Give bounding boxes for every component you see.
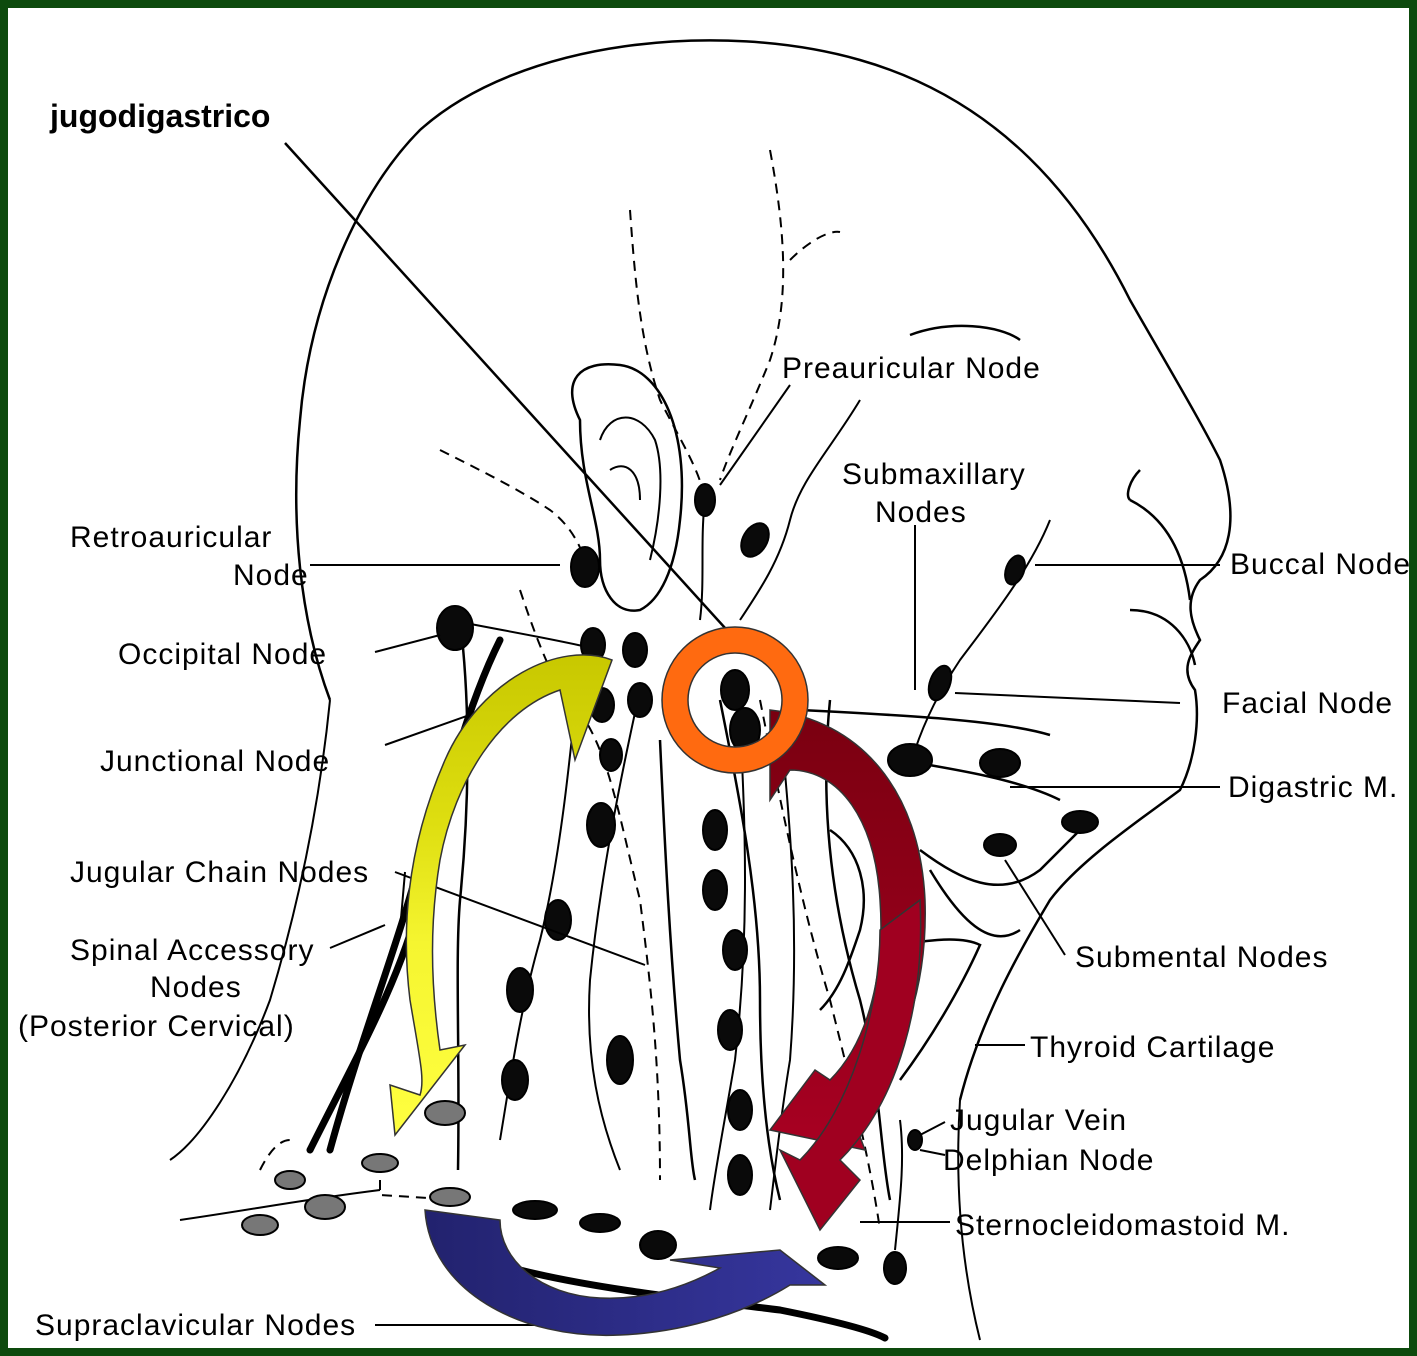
- node: [580, 1214, 620, 1232]
- label-jugular-vein: Jugular Vein: [950, 1104, 1127, 1137]
- label-retroauricular-line2: Node: [233, 559, 309, 592]
- node: [1062, 811, 1098, 833]
- label-preauricular: Preauricular Node: [782, 352, 1041, 385]
- node: [736, 518, 775, 561]
- node: [587, 803, 615, 847]
- label-retroauricular: Retroauricular Node: [70, 521, 309, 592]
- label-submaxillary: Submaxillary Nodes: [842, 458, 1035, 529]
- node: [818, 1247, 858, 1269]
- supraclavicular-node: [305, 1195, 345, 1219]
- labels: jugodigastrico Preauricular Node Submaxi…: [18, 98, 1409, 1342]
- node: [513, 1201, 557, 1219]
- flow-arrows: [390, 627, 925, 1335]
- node: [1001, 553, 1028, 587]
- yellow-arrow: [390, 655, 612, 1135]
- label-sternocleidomastoid: Sternocleidomastoid M.: [955, 1209, 1290, 1242]
- label-retroauricular-line1: Retroauricular: [70, 521, 272, 554]
- node: [728, 1155, 752, 1195]
- node: [703, 870, 727, 910]
- node: [571, 547, 599, 587]
- lymph-node-diagram: jugodigastrico Preauricular Node Submaxi…: [8, 8, 1409, 1348]
- label-jugular-chain: Jugular Chain Nodes: [70, 856, 369, 889]
- blue-arrow: [425, 1210, 825, 1335]
- node: [502, 1060, 528, 1100]
- node: [437, 606, 473, 650]
- node: [703, 810, 727, 850]
- node: [623, 633, 647, 667]
- supraclavicular-node: [425, 1101, 465, 1125]
- supraclavicular-node: [275, 1171, 305, 1189]
- node: [607, 1036, 633, 1084]
- label-delphian: Delphian Node: [943, 1144, 1154, 1177]
- label-spinal-accessory-line1: Spinal Accessory: [70, 934, 314, 967]
- label-facial: Facial Node: [1222, 687, 1393, 720]
- node: [908, 1130, 922, 1150]
- node: [695, 484, 715, 516]
- node: [545, 900, 571, 940]
- title-jugodigastrico: jugodigastrico: [49, 98, 270, 134]
- label-supraclavicular: Supraclavicular Nodes: [35, 1309, 356, 1342]
- node: [628, 683, 652, 717]
- node: [507, 968, 533, 1012]
- node: [718, 1010, 742, 1050]
- node: [721, 670, 749, 710]
- neck-structures: [180, 620, 1090, 1338]
- label-spinal-accessory-line2: Nodes: [150, 971, 242, 1004]
- node: [640, 1231, 676, 1259]
- node: [600, 739, 622, 771]
- label-submaxillary-line2: Nodes: [875, 496, 967, 529]
- supraclavicular-node: [242, 1215, 278, 1235]
- label-thyroid: Thyroid Cartilage: [1030, 1031, 1275, 1064]
- label-spinal-accessory: Spinal Accessory Nodes (Posterior Cervic…: [18, 934, 324, 1043]
- label-junctional: Junctional Node: [100, 745, 330, 778]
- node: [884, 1252, 906, 1284]
- label-submaxillary-line1: Submaxillary: [842, 458, 1026, 491]
- supraclavicular-node: [430, 1188, 470, 1206]
- label-spinal-accessory-line3: (Posterior Cervical): [18, 1010, 295, 1043]
- node: [984, 834, 1016, 856]
- node: [980, 749, 1020, 777]
- supraclavicular-node: [362, 1154, 398, 1172]
- node: [924, 663, 955, 704]
- label-submental: Submental Nodes: [1075, 941, 1328, 974]
- diagram-frame: jugodigastrico Preauricular Node Submaxi…: [8, 8, 1409, 1348]
- label-occipital: Occipital Node: [118, 638, 327, 671]
- node: [888, 744, 932, 776]
- node: [723, 930, 747, 970]
- label-digastric: Digastric M.: [1228, 771, 1398, 804]
- label-buccal: Buccal Node: [1230, 548, 1409, 581]
- node: [728, 1090, 752, 1130]
